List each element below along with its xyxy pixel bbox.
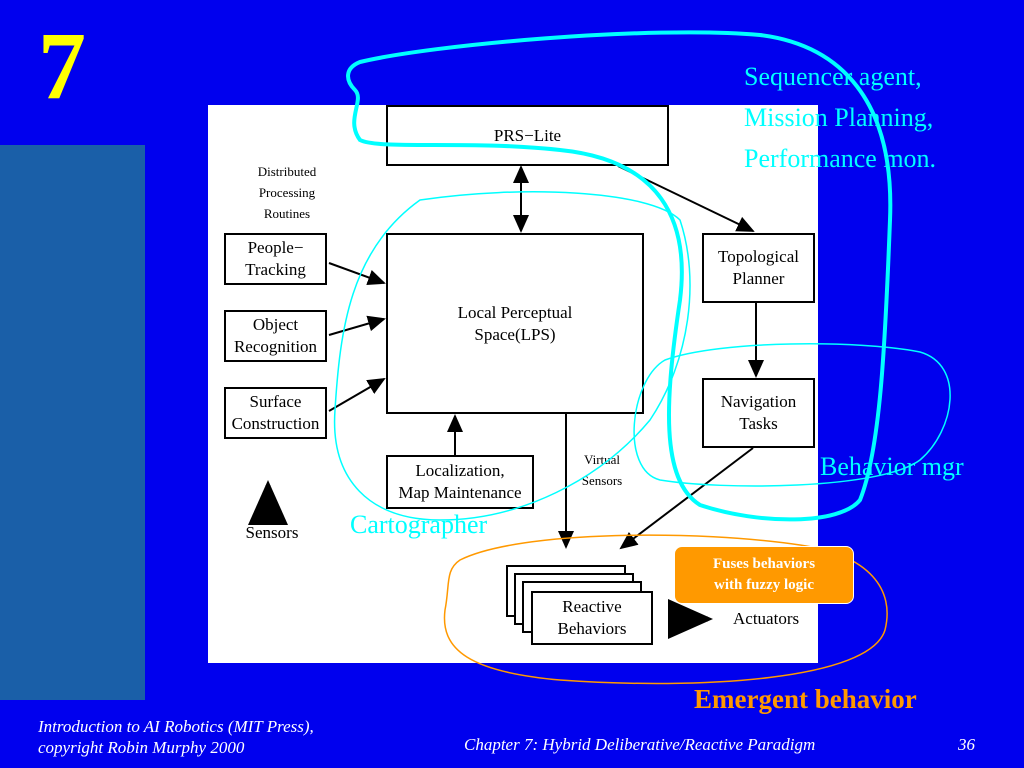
footer-citation-line-2: copyright Robin Murphy 2000 bbox=[38, 738, 245, 757]
reactive-line-1: Reactive bbox=[562, 597, 622, 616]
people-tracking-line-2: Tracking bbox=[245, 260, 306, 279]
reactive-behaviors-box: Reactive Behaviors bbox=[531, 591, 653, 645]
prs-lite-label: PRS−Lite bbox=[493, 125, 562, 145]
distributed-processing-label: Distributed Processing Routines bbox=[242, 161, 332, 224]
footer-citation-line-1: Introduction to AI Robotics (MIT Press), bbox=[38, 717, 314, 736]
cartographer-loop bbox=[333, 191, 691, 521]
lps-line-1: Local Perceptual bbox=[457, 302, 573, 322]
localization-box: Localization, Map Maintenance bbox=[386, 455, 534, 509]
cartographer-annotation: Cartographer bbox=[350, 510, 488, 539]
virtual-line-1: Virtual bbox=[583, 452, 621, 467]
distributed-line-1: Distributed bbox=[257, 164, 317, 179]
side-bar bbox=[0, 145, 145, 700]
behavior-mgr-annotation: Behavior mgr bbox=[820, 452, 964, 481]
chapter-number: 7 bbox=[38, 12, 86, 119]
sequencer-line-3: Performance mon. bbox=[744, 144, 937, 173]
surface-construction-line-1: Surface bbox=[249, 392, 302, 411]
sequencer-line-2: Mission Planning, bbox=[744, 103, 934, 132]
object-recognition-box: Object Recognition bbox=[224, 310, 327, 362]
emergent-loop bbox=[443, 534, 888, 685]
page-number: 36 bbox=[958, 735, 975, 754]
sequencer-line-1: Sequencer agent, bbox=[744, 62, 922, 91]
actuators-label: Actuators bbox=[733, 609, 800, 628]
footer-citation: Introduction to AI Robotics (MIT Press),… bbox=[38, 716, 314, 758]
arrow-surface-lps bbox=[328, 377, 386, 412]
navigation-line-2: Tasks bbox=[739, 414, 778, 433]
localization-line-2: Map Maintenance bbox=[398, 483, 522, 502]
sensors-label: Sensors bbox=[245, 523, 299, 542]
sequencer-annotation: Sequencer agent, Mission Planning, Perfo… bbox=[744, 56, 936, 179]
arrow-people-lps bbox=[328, 262, 386, 286]
arrow-object-lps bbox=[328, 315, 386, 336]
emergent-behavior-annotation: Emergent behavior bbox=[694, 684, 917, 714]
local-perceptual-space-box: Local Perceptual Space(LPS) bbox=[386, 233, 644, 414]
virtual-sensors-label: Virtual Sensors bbox=[568, 449, 636, 491]
object-recognition-line-2: Recognition bbox=[233, 337, 318, 356]
navigation-tasks-box: Navigation Tasks bbox=[702, 378, 815, 448]
fuzzy-line-1: Fuses behaviors bbox=[712, 556, 816, 572]
navigation-line-1: Navigation bbox=[720, 392, 797, 411]
people-tracking-line-1: People− bbox=[247, 238, 304, 257]
sequencer-loop bbox=[346, 30, 893, 522]
localization-line-1: Localization, bbox=[415, 461, 505, 480]
behavior-mgr-loop bbox=[633, 343, 951, 487]
lps-line-2: Space(LPS) bbox=[474, 324, 556, 344]
topological-line-2: Planner bbox=[732, 269, 785, 288]
topological-planner-box: Topological Planner bbox=[702, 233, 815, 303]
fuzzy-logic-callout: Fuses behaviors with fuzzy logic bbox=[674, 546, 854, 604]
distributed-line-2: Processing bbox=[258, 185, 316, 200]
virtual-line-2: Sensors bbox=[581, 473, 623, 488]
object-recognition-line-1: Object bbox=[252, 315, 299, 334]
footer-chapter-title: Chapter 7: Hybrid Deliberative/Reactive … bbox=[464, 735, 816, 754]
arrow-navigation-reactive bbox=[619, 447, 754, 550]
people-tracking-box: People− Tracking bbox=[224, 233, 327, 285]
reactive-line-2: Behaviors bbox=[557, 619, 627, 638]
fuzzy-line-2: with fuzzy logic bbox=[714, 577, 814, 593]
surface-construction-line-2: Construction bbox=[231, 414, 320, 433]
topological-line-1: Topological bbox=[718, 247, 799, 266]
surface-construction-box: Surface Construction bbox=[224, 387, 327, 439]
distributed-line-3: Routines bbox=[263, 206, 311, 221]
